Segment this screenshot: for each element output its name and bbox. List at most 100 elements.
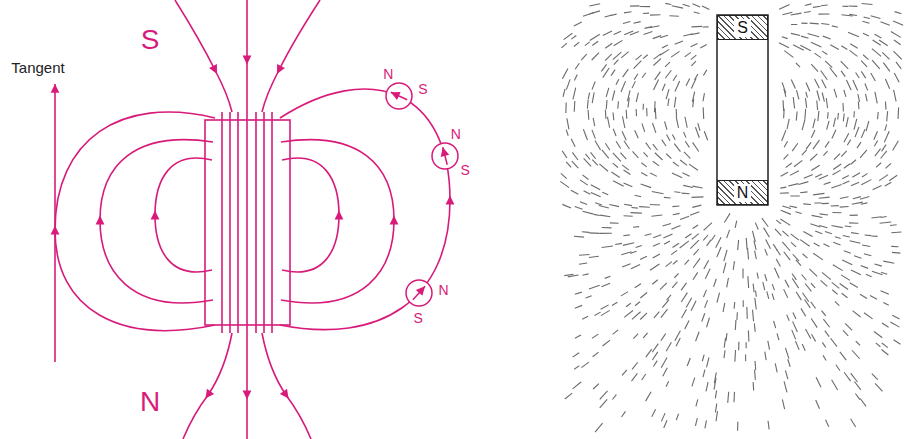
iron-filing — [595, 140, 601, 149]
iron-filing — [634, 74, 638, 80]
iron-filing — [871, 235, 877, 237]
iron-filing — [787, 315, 790, 321]
magnet-core-line — [221, 112, 223, 333]
iron-filing — [694, 12, 700, 14]
iron-filing — [742, 269, 743, 279]
field-loop — [155, 158, 212, 272]
iron-filing — [590, 34, 600, 40]
iron-filing — [894, 40, 901, 45]
iron-filing — [823, 319, 829, 327]
iron-filing — [676, 414, 678, 420]
iron-filing — [653, 361, 657, 367]
compass-pole-letter: S — [413, 311, 422, 325]
iron-filing — [724, 350, 725, 358]
label-holder: S — [413, 309, 422, 327]
iron-filing — [804, 11, 811, 13]
iron-filing — [636, 93, 638, 102]
iron-filing — [692, 205, 701, 207]
compass-needle — [391, 92, 407, 99]
iron-filing — [573, 382, 581, 389]
iron-filing — [573, 353, 580, 357]
field-line — [175, 0, 232, 112]
iron-filing — [784, 141, 787, 147]
iron-filing — [826, 420, 829, 427]
iron-filing — [842, 175, 849, 178]
iron-filing — [813, 253, 823, 260]
iron-filing — [613, 163, 618, 167]
iron-filing — [582, 316, 588, 319]
iron-filing — [680, 216, 689, 219]
iron-filing — [631, 264, 640, 268]
iron-filing — [860, 294, 867, 298]
iron-filing — [814, 202, 821, 203]
iron-filing — [665, 62, 670, 67]
iron-filing — [889, 175, 897, 181]
iron-filing — [705, 269, 710, 279]
iron-filing — [592, 334, 598, 338]
iron-filing — [813, 193, 824, 195]
iron-filing — [792, 278, 799, 288]
label-holder: S — [461, 161, 470, 179]
iron-filing — [818, 111, 819, 121]
iron-filing — [703, 235, 708, 240]
iron-filing — [879, 40, 888, 46]
iron-filing — [832, 130, 836, 139]
iron-filing — [883, 63, 890, 72]
iron-filing — [727, 278, 729, 287]
iron-filing — [791, 234, 799, 240]
iron-filing — [602, 150, 609, 159]
iron-filing — [819, 197, 830, 198]
iron-filing — [841, 61, 848, 69]
iron-filing — [612, 302, 617, 305]
iron-filing — [622, 411, 626, 417]
iron-filing — [804, 109, 806, 120]
iron-filing — [815, 53, 821, 57]
iron-filing — [767, 291, 769, 299]
iron-filing — [653, 36, 661, 39]
magnet-pole: N — [717, 180, 768, 205]
iron-filing — [832, 26, 838, 27]
iron-filing — [582, 175, 588, 180]
iron-filing — [593, 352, 599, 357]
iron-filing — [685, 320, 689, 329]
iron-filing — [866, 94, 868, 102]
label-holder: N — [383, 65, 393, 83]
iron-filing — [692, 234, 699, 240]
iron-filing — [806, 82, 810, 91]
field-line — [262, 333, 311, 439]
iron-filing — [833, 118, 835, 127]
iron-filing — [766, 239, 771, 248]
iron-filing — [571, 36, 576, 40]
magnet-pole: S — [717, 15, 768, 40]
iron-filing — [790, 195, 799, 196]
iron-filing — [707, 240, 711, 246]
iron-filing — [791, 242, 796, 247]
iron-filing — [801, 308, 806, 316]
iron-filing — [851, 270, 861, 275]
iron-filing — [630, 212, 641, 214]
iron-filing — [840, 197, 849, 199]
compass-pole-letter: S — [461, 163, 470, 177]
iron-filing — [850, 215, 858, 216]
iron-filing — [746, 342, 747, 348]
iron-filing — [841, 151, 846, 157]
iron-filing — [636, 55, 642, 60]
iron-filing — [861, 266, 868, 269]
iron-filing — [850, 44, 857, 48]
iron-filing — [668, 98, 669, 106]
iron-filing — [673, 162, 679, 166]
iron-filing — [806, 329, 811, 339]
iron-filing — [643, 104, 644, 110]
iron-filing — [811, 302, 816, 309]
iron-filing — [615, 243, 622, 244]
magnet-core-line — [263, 112, 265, 333]
iron-filing — [623, 22, 630, 24]
iron-filing — [862, 21, 869, 23]
iron-filing — [653, 254, 660, 258]
iron-filing — [683, 185, 693, 187]
iron-filing — [842, 260, 852, 265]
iron-filing — [875, 92, 877, 103]
iron-filing — [796, 63, 800, 67]
